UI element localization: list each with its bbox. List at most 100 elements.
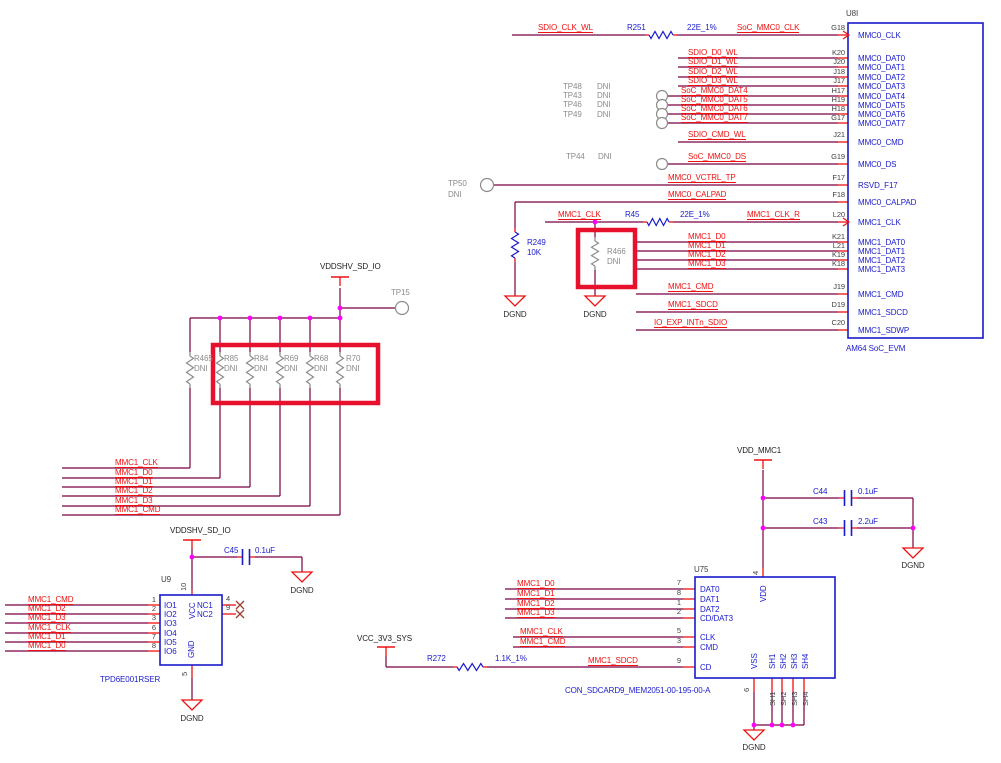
net-label: MMC1_D2: [688, 250, 726, 260]
testpoint-label: TP44: [566, 152, 585, 161]
pin-number: F18: [832, 190, 845, 199]
pin-name: CD: [700, 663, 712, 672]
junction-dot: [217, 315, 223, 321]
pin-name: SH2: [779, 653, 788, 669]
resistor-value: 22E_1%: [687, 23, 717, 32]
testpoint-circle: [394, 300, 410, 316]
pin-number: 7: [676, 578, 681, 587]
pin-number: 2: [151, 604, 156, 613]
pin-number: 9: [676, 656, 681, 665]
pin-name: VSS: [750, 653, 759, 669]
pin-name: VCC: [188, 602, 197, 619]
dni-label: DNI: [597, 110, 611, 119]
pin-number: 8: [151, 641, 156, 650]
junction-dot: [277, 315, 283, 321]
pin-name: IO2: [164, 610, 177, 619]
ic-outline-u75: [694, 576, 836, 679]
pin-name: RSVD_F17: [858, 181, 898, 190]
pin-number: 9: [226, 603, 231, 612]
pin-number: H18: [831, 104, 846, 113]
board-label: AM64 SoC_EVM: [846, 344, 906, 353]
resistor-value: DNI: [346, 364, 360, 373]
pin-number: J17: [833, 76, 845, 85]
resistor-symbol: [335, 355, 345, 385]
pin-name: MMC0_DAT1: [858, 63, 905, 72]
pin-name: MMC1_DAT2: [858, 256, 905, 265]
net-label: SDIO_D3_WL: [688, 76, 738, 86]
junction-dot: [337, 305, 343, 311]
resistor-symbol: [215, 355, 225, 385]
pin-name: IO1: [164, 601, 177, 610]
pin-name: IO4: [164, 629, 177, 638]
capacitor-refdes: C43: [813, 517, 828, 526]
pin-name: IO6: [164, 647, 177, 656]
junction-dot: [247, 315, 253, 321]
resistor-refdes: R70: [346, 354, 361, 363]
pin-number: J18: [833, 67, 845, 76]
junction-dot: [189, 554, 195, 560]
net-label: MMC1_CMD: [115, 505, 161, 515]
resistor-refdes: R45: [625, 210, 640, 219]
testpoint-label: TP43: [563, 91, 582, 100]
resistor-value: DNI: [254, 364, 268, 373]
resistor-refdes: R251: [627, 23, 646, 32]
net-label: SDIO_D1_WL: [688, 57, 738, 67]
pin-number: SH1: [768, 691, 777, 706]
net-label: SoC_MMC0_DS: [688, 152, 747, 162]
ground-symbol: [290, 571, 314, 583]
net-label: SDIO_CMD_WL: [688, 130, 746, 140]
dni-label: DNI: [598, 152, 612, 161]
pin-name: VDD: [759, 585, 768, 602]
pin-number: 5: [676, 626, 681, 635]
net-label: MMC1_D2: [517, 599, 555, 609]
junction-dot: [760, 525, 766, 531]
pin-number: 8: [676, 588, 681, 597]
capacitor-value: 0.1uF: [858, 487, 878, 496]
ground-symbol: [742, 729, 766, 741]
pin-number: 10: [179, 582, 188, 591]
pin-name: MMC0_CLK: [858, 31, 901, 40]
net-label: MMC1_D1: [28, 632, 66, 642]
pin-name: DAT0: [700, 585, 720, 594]
net-label: MMC0_CALPAD: [668, 190, 727, 200]
pin-name: MMC1_CMD: [858, 290, 904, 299]
testpoint-circle: [655, 157, 669, 171]
pin-number: J21: [833, 130, 845, 139]
pin-name: MMC1_DAT0: [858, 238, 905, 247]
testpoint-label: TP50: [448, 179, 467, 188]
net-label: MMC1_D0: [688, 232, 726, 242]
dni-emphasis-box: [575, 227, 638, 290]
pin-number: F17: [832, 173, 845, 182]
capacitor-refdes: C44: [813, 487, 828, 496]
pin-number: L20: [832, 210, 845, 219]
pin-number: L21: [832, 241, 845, 250]
ground-symbol: [180, 699, 204, 711]
resistor-value: DNI: [194, 364, 208, 373]
ic-outline-u8: [847, 22, 984, 339]
resistor-symbol: [510, 231, 520, 259]
pin-name: MMC1_DAT3: [858, 265, 905, 274]
pin-number: 4: [751, 570, 760, 575]
net-label: MMC1_CLK_R: [747, 210, 800, 220]
net-label: SDIO_D2_WL: [688, 67, 738, 77]
net-label: MMC1_SDCD: [668, 300, 718, 310]
pin-name: SH4: [801, 653, 810, 669]
testpoint-label: TP46: [563, 100, 582, 109]
net-label: MMC1_D0: [115, 468, 153, 478]
ground-symbol: [901, 547, 925, 559]
pin-name: CLK: [700, 633, 716, 642]
net-label: MMC0_VCTRL_TP: [668, 173, 736, 183]
clock-pin-chevron: [842, 30, 851, 40]
power-net-label: VDDSHV_SD_IO: [170, 526, 231, 535]
net-label: SoC_MMC0_DAT5: [681, 95, 748, 105]
net-label: MMC1_CMD: [28, 595, 74, 605]
no-connect-x: [235, 609, 245, 619]
pin-name: MMC0_DAT7: [858, 119, 905, 128]
junction-dot: [910, 525, 916, 531]
net-label: MMC1_D3: [28, 613, 66, 623]
ic-outline-u9: [159, 594, 223, 666]
ic-refdes: U75: [694, 565, 709, 574]
resistor-value: 10K: [527, 248, 541, 257]
ic-refdes: U8I: [846, 9, 859, 18]
